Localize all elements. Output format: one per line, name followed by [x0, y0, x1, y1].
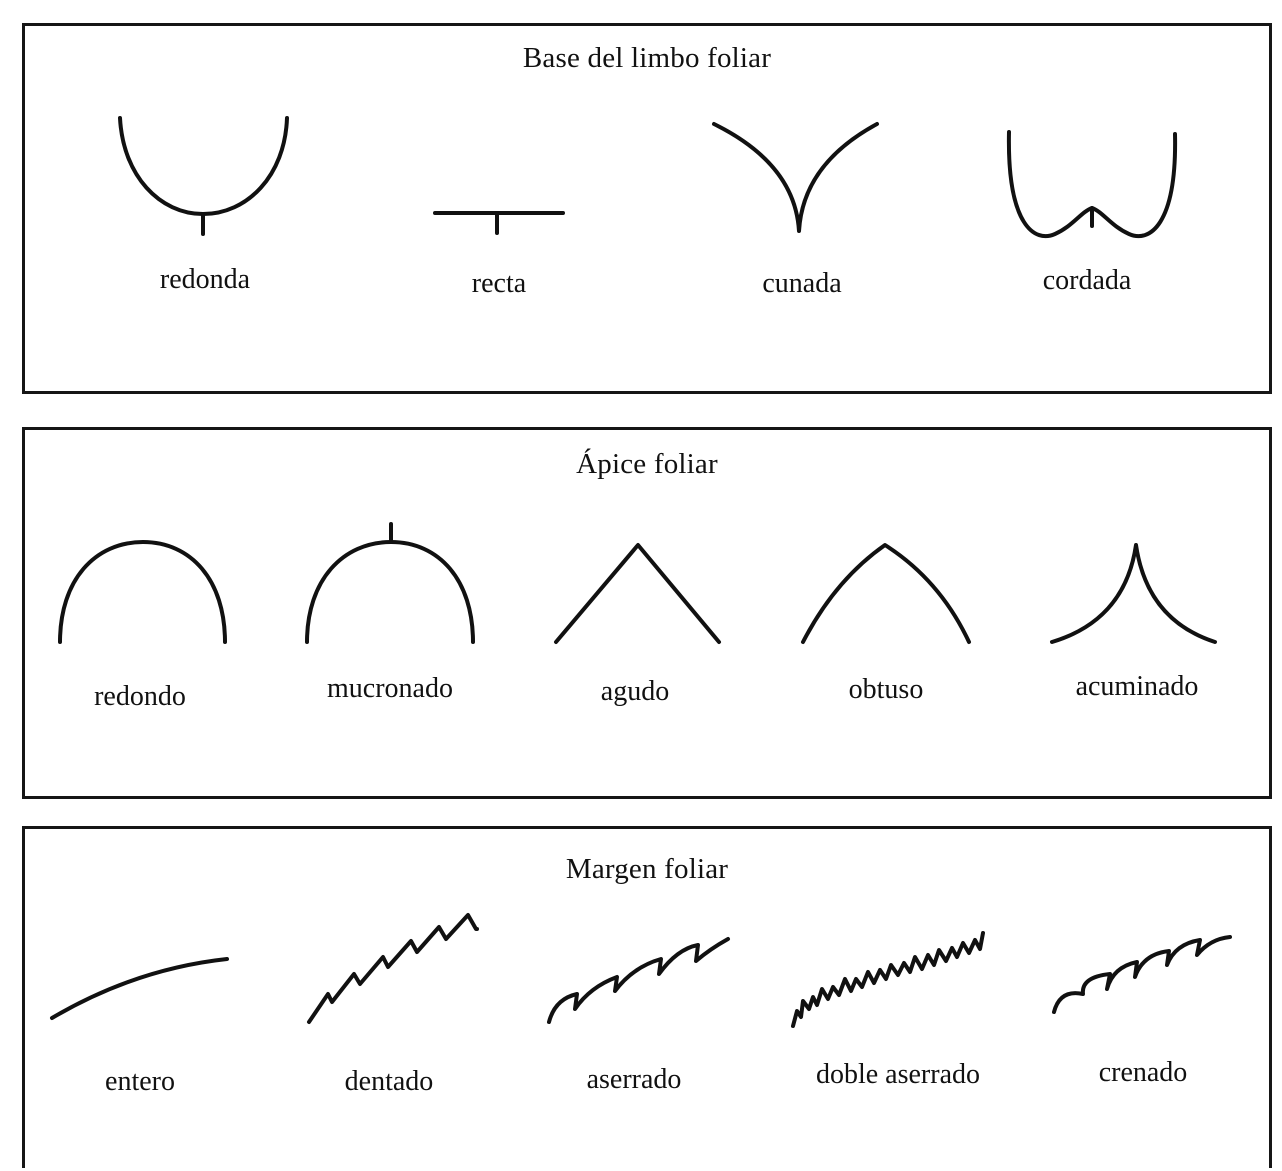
entire-margin-shape: [52, 959, 227, 1018]
panel-leaf-base: Base del limbo foliar redonda recta cuna…: [22, 23, 1272, 394]
acuminate-apex-shape: [1052, 545, 1215, 642]
leaf-margin-shapes: [25, 829, 1269, 1171]
rounded-apex-shape: [60, 542, 225, 642]
leaf-base-shapes: [25, 26, 1269, 391]
mucronate-apex-shape: [307, 542, 473, 642]
label-aserrado: aserrado: [504, 1064, 764, 1096]
serrate-margin-shape: [549, 939, 728, 1022]
leaf-apex-shapes: [25, 430, 1269, 796]
panel-leaf-apex: Ápice foliar redondo mucronado agudo obt…: [22, 427, 1272, 799]
label-dentado: dentado: [259, 1066, 519, 1098]
label-redondo: redondo: [10, 681, 270, 713]
label-redonda: redonda: [75, 264, 335, 296]
acute-apex-shape: [556, 545, 719, 642]
double-serrate-margin-shape: [793, 933, 983, 1026]
label-entero: entero: [10, 1066, 270, 1098]
label-crenado: crenado: [1013, 1057, 1273, 1089]
label-cordada: cordada: [957, 265, 1217, 297]
rounded-base-shape: [120, 118, 287, 214]
label-recta: recta: [369, 268, 629, 300]
label-agudo: agudo: [505, 676, 765, 708]
dentate-margin-shape: [309, 915, 477, 1022]
obtuse-apex-shape: [803, 545, 969, 642]
label-acuminado: acuminado: [1007, 671, 1267, 703]
cuneate-base-shape: [714, 124, 877, 231]
crenate-margin-shape: [1054, 937, 1230, 1012]
label-obtuso: obtuso: [756, 674, 1016, 706]
label-cunada: cunada: [672, 268, 932, 300]
label-mucronado: mucronado: [260, 673, 520, 705]
label-doble-aserrado: doble aserrado: [768, 1059, 1028, 1091]
panel-leaf-margin: Margen foliar entero dentado aserrado do…: [22, 826, 1272, 1168]
